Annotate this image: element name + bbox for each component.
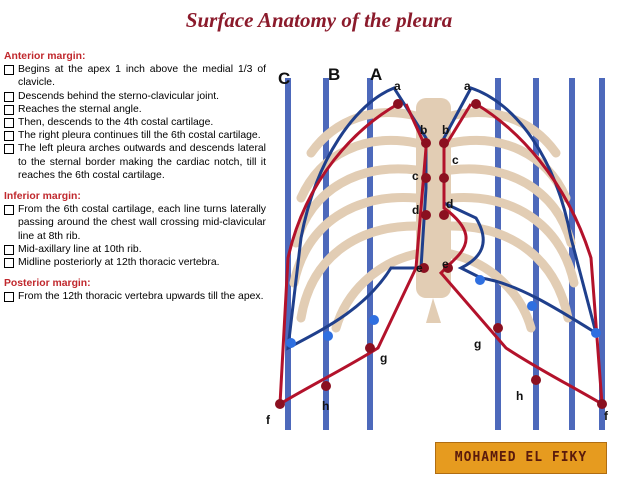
anterior-margin-list: Begins at the apex 1 inch above the medi… [4, 63, 266, 182]
point-label-f-left: f [604, 409, 609, 423]
list-item: Reaches the sternal angle. [4, 103, 266, 116]
list-item-text: Descends behind the sterno-clavicular jo… [18, 90, 219, 102]
point-label-a-left: a [464, 79, 471, 93]
list-item-text: From the 12th thoracic vertebra upwards … [18, 291, 264, 303]
rib [296, 135, 421, 203]
point-marker [323, 331, 333, 341]
list-item: Mid-axillary line at 10th rib. [4, 243, 266, 256]
point-marker [365, 343, 375, 353]
point-label-a-right: a [394, 79, 401, 93]
anterior-margin-heading: Anterior margin: [4, 51, 86, 62]
point-marker [321, 381, 331, 391]
point-marker [439, 173, 449, 183]
point-marker [475, 275, 485, 285]
list-item-text: The left pleura arches outwards and desc… [18, 143, 266, 181]
point-marker [421, 173, 431, 183]
list-item: The left pleura arches outwards and desc… [4, 142, 266, 182]
point-label-f-right: f [266, 413, 271, 427]
checkbox-bullet-icon [4, 292, 14, 303]
list-item-text: The right pleura continues till the 6th … [18, 130, 261, 142]
checkbox-bullet-icon [4, 131, 14, 142]
left-pleura-outline [438, 102, 604, 407]
lung-outlines [286, 86, 599, 351]
point-label-e-right: e [416, 261, 423, 275]
marker-points [275, 99, 607, 409]
list-item-text: Reaches the sternal angle. [18, 103, 142, 115]
line-label-a: A [370, 65, 382, 84]
point-marker [421, 210, 431, 220]
list-item: Midline posteriorly at 12th thoracic ver… [4, 256, 266, 269]
rib [446, 192, 579, 288]
posterior-margin-heading: Posterior margin: [4, 278, 91, 290]
rib [446, 249, 536, 333]
point-label-g-right: g [380, 351, 387, 365]
point-marker [439, 138, 449, 148]
rib-cage [289, 108, 579, 333]
checkbox-bullet-icon [4, 65, 14, 76]
point-marker [527, 301, 537, 311]
point-marker [597, 399, 607, 409]
rib [446, 221, 573, 323]
rib [296, 221, 421, 323]
posterior-margin-list: From the 12th thoracic vertebra upwards … [4, 290, 266, 303]
list-item-text: Begins at the apex 1 inch above the medi… [18, 64, 266, 89]
point-label-h-right: h [322, 399, 329, 413]
inferior-margin-heading: Inferior margin: [4, 191, 81, 203]
list-item: Then, descends to the 4th costal cartila… [4, 116, 266, 129]
point-marker [471, 99, 481, 109]
rib [306, 108, 421, 158]
line-label-c: C [278, 69, 290, 88]
author-name: MOHAMED EL FIKY [454, 450, 588, 465]
list-item-text: Mid-axillary line at 10th rib. [18, 243, 142, 255]
checkbox-bullet-icon [4, 91, 14, 102]
point-marker [369, 315, 379, 325]
checkbox-bullet-icon [4, 205, 14, 216]
point-marker [419, 263, 429, 273]
checkbox-bullet-icon [4, 144, 14, 155]
point-marker [421, 138, 431, 148]
page-title: Surface Anatomy of the pleura [185, 8, 453, 32]
checkbox-bullet-icon [4, 258, 14, 269]
point-marker [493, 323, 503, 333]
list-item: The right pleura continues till the 6th … [4, 129, 266, 142]
point-marker [275, 399, 285, 409]
list-item: Begins at the apex 1 inch above the medi… [4, 63, 266, 89]
point-marker [531, 375, 541, 385]
point-label-h-left: h [516, 389, 523, 403]
author-badge: MOHAMED EL FIKY [435, 442, 607, 474]
notes-panel: Anterior margin: Begins at the apex 1 in… [4, 50, 266, 304]
point-label-b-right: b [420, 123, 427, 137]
point-label-c-left: c [452, 153, 459, 167]
rib [289, 192, 421, 288]
right-lung-outline [286, 86, 428, 351]
point-label-e-left: e [442, 257, 449, 271]
list-item-text: Then, descends to the 4th costal cartila… [18, 117, 214, 129]
point-label-d-right: d [412, 203, 419, 217]
list-item: From the 6th costal cartilage, each line… [4, 203, 266, 243]
rib [446, 164, 576, 248]
point-marker [439, 210, 449, 220]
point-marker [286, 338, 296, 348]
lung-points [286, 275, 601, 348]
point-marker [393, 99, 403, 109]
inferior-margin-list: From the 6th costal cartilage, each line… [4, 203, 266, 269]
checkbox-bullet-icon [4, 244, 14, 255]
left-lung-outline [442, 86, 599, 337]
point-label-c-right: c [412, 169, 419, 183]
list-item: Descends behind the sterno-clavicular jo… [4, 90, 266, 103]
list-item: From the 12th thoracic vertebra upwards … [4, 290, 266, 303]
xiphoid-process [426, 298, 441, 323]
list-item-text: Midline posteriorly at 12th thoracic ver… [18, 257, 220, 269]
checkbox-bullet-icon [4, 104, 14, 115]
pleura-diagram: C B A a a b b c c d d e e g g h h f f [266, 65, 609, 430]
point-label-g-left: g [474, 337, 481, 351]
point-marker [591, 328, 601, 338]
point-label-b-left: b [442, 123, 449, 137]
point-marker [443, 263, 453, 273]
point-label-d-left: d [446, 197, 453, 211]
checkbox-bullet-icon [4, 118, 14, 129]
list-item-text: From the 6th costal cartilage, each line… [18, 204, 266, 242]
line-label-b: B [328, 65, 340, 84]
